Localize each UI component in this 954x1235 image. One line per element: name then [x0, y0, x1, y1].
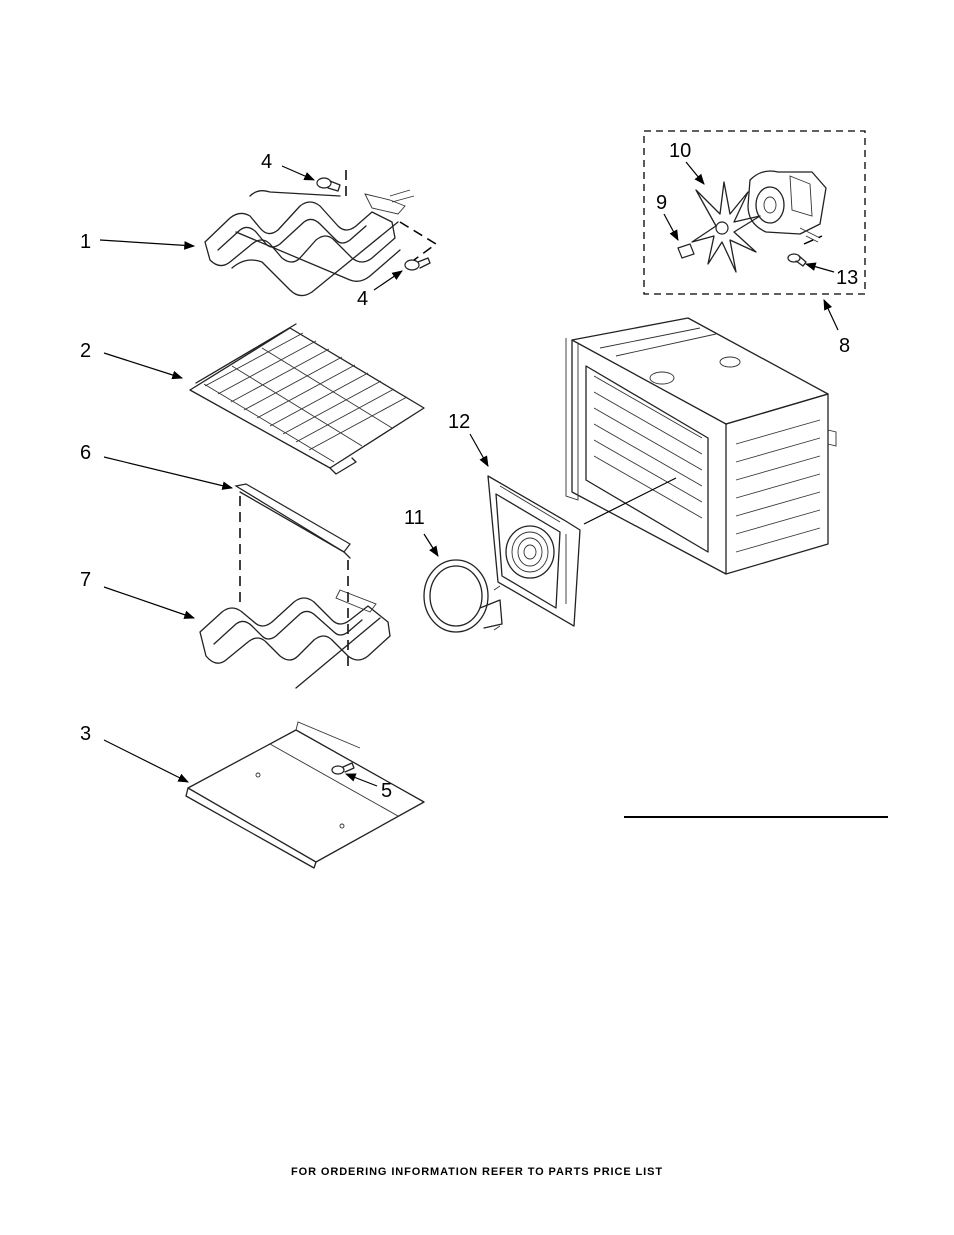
leader-4a: [281, 165, 315, 181]
callout-4b: 4: [357, 288, 368, 310]
leader-13: [804, 262, 835, 273]
leader-6: [103, 456, 234, 490]
callout-4a: 4: [261, 151, 272, 173]
motor-screw-13: [787, 253, 807, 267]
callout-8: 8: [839, 335, 850, 357]
guide-line-part-12-to-cavity: [583, 477, 677, 525]
broil-element: [204, 189, 415, 297]
convection-fan-cover: [487, 475, 581, 627]
callout-12: 12: [448, 411, 470, 433]
fan-blade: [691, 181, 761, 273]
fan-motor-assembly-boundary: [643, 130, 866, 295]
leader-2: [103, 352, 184, 380]
callout-10: 10: [669, 140, 691, 162]
oven-rack: [189, 323, 425, 475]
callout-13: 13: [836, 267, 858, 289]
callout-7: 7: [80, 569, 91, 591]
leader-7: [103, 586, 196, 619]
screw-bottom-4b: [404, 257, 431, 271]
convection-element: [423, 559, 503, 633]
fan-nut: [677, 243, 695, 259]
callout-9: 9: [656, 192, 667, 214]
oven-cavity: [565, 317, 837, 575]
callout-1: 1: [80, 231, 91, 253]
leader-11: [423, 533, 439, 557]
callout-5: 5: [381, 780, 392, 802]
leader-5: [344, 773, 378, 787]
bottom-panel: [185, 721, 425, 869]
guide-line-part-1-screw-bottom: [399, 221, 438, 261]
bake-element: [199, 589, 391, 689]
ordering-info-footer: FOR ORDERING INFORMATION REFER TO PARTS …: [291, 1166, 663, 1178]
leader-12: [469, 433, 489, 467]
leader-3: [103, 739, 189, 783]
callout-3: 3: [80, 723, 91, 745]
callout-11: 11: [404, 507, 425, 529]
callout-6: 6: [80, 442, 91, 464]
leader-10: [685, 161, 705, 185]
guide-line-part-13: [803, 235, 823, 245]
leader-9: [663, 213, 679, 241]
screw-top-4a: [316, 177, 341, 192]
leader-8: [823, 299, 839, 331]
screw-5: [331, 762, 355, 775]
fan-motor: [747, 170, 827, 243]
leader-1: [99, 239, 196, 250]
leader-4b: [373, 270, 403, 291]
element-shield: [234, 483, 351, 559]
callout-2: 2: [80, 340, 91, 362]
